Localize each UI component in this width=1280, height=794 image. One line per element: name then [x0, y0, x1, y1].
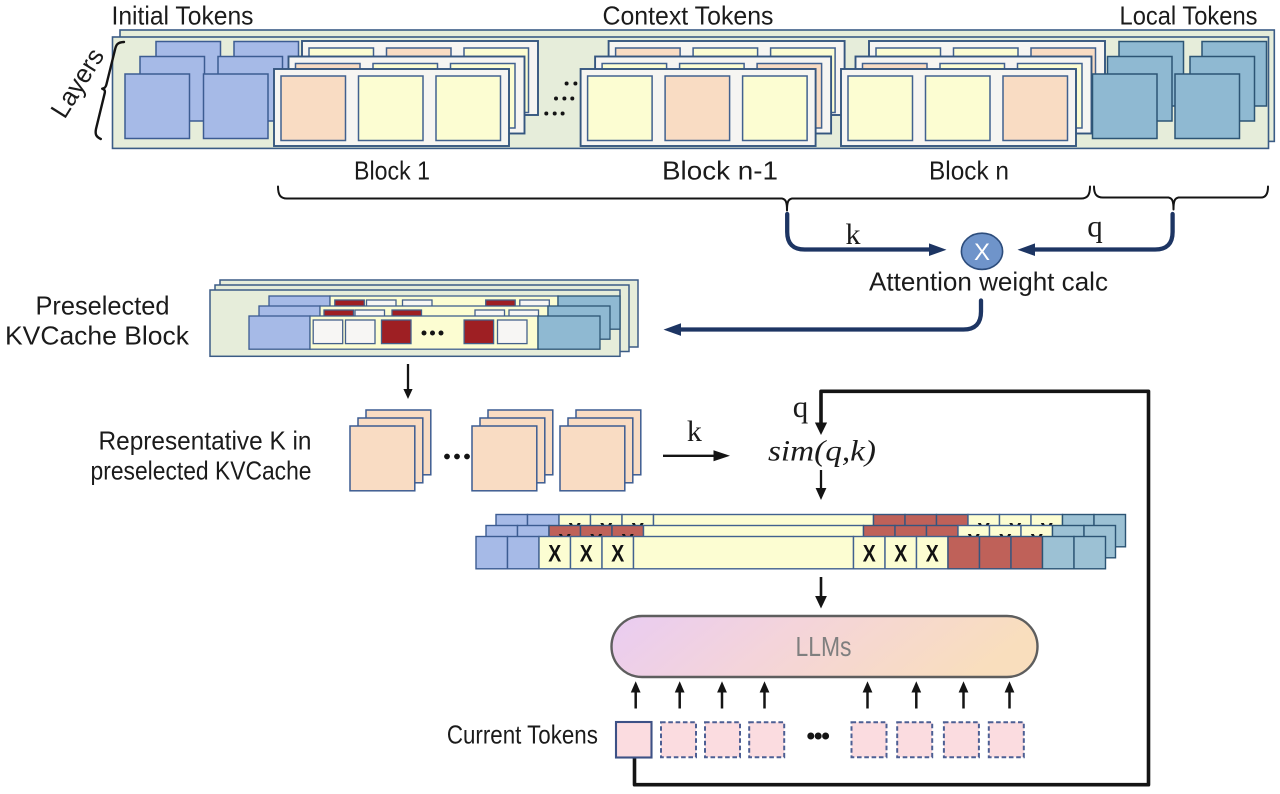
svg-text:Block 1: Block 1 [354, 156, 430, 186]
svg-text:Block n: Block n [929, 156, 1009, 186]
svg-text:X: X [611, 541, 624, 568]
svg-text:Context Tokens: Context Tokens [603, 1, 774, 31]
svg-text:k: k [846, 218, 861, 251]
svg-text:X: X [580, 541, 593, 568]
svg-text:X: X [926, 541, 939, 568]
svg-text:X: X [548, 541, 561, 568]
svg-text:Initial Tokens: Initial Tokens [112, 1, 254, 31]
svg-text:k: k [687, 415, 702, 448]
svg-text:Current Tokens: Current Tokens [447, 720, 598, 750]
svg-text:X: X [863, 541, 876, 568]
svg-text:Representative K in: Representative K in [99, 425, 312, 455]
svg-text:q: q [1087, 209, 1103, 244]
svg-text:Attention weight calc: Attention weight calc [869, 267, 1108, 297]
svg-text:Preselected: Preselected [36, 291, 170, 321]
svg-text:sim(q,k): sim(q,k) [768, 435, 876, 468]
svg-text:X: X [894, 541, 907, 568]
svg-text:preselected KVCache: preselected KVCache [91, 456, 312, 486]
svg-text:LLMs: LLMs [796, 631, 852, 662]
svg-text:Local Tokens: Local Tokens [1120, 1, 1258, 31]
svg-text:q: q [793, 389, 809, 424]
svg-text:KVCache Block: KVCache Block [5, 321, 190, 351]
svg-text:X: X [974, 239, 990, 266]
svg-text:Block n-1: Block n-1 [662, 156, 778, 186]
